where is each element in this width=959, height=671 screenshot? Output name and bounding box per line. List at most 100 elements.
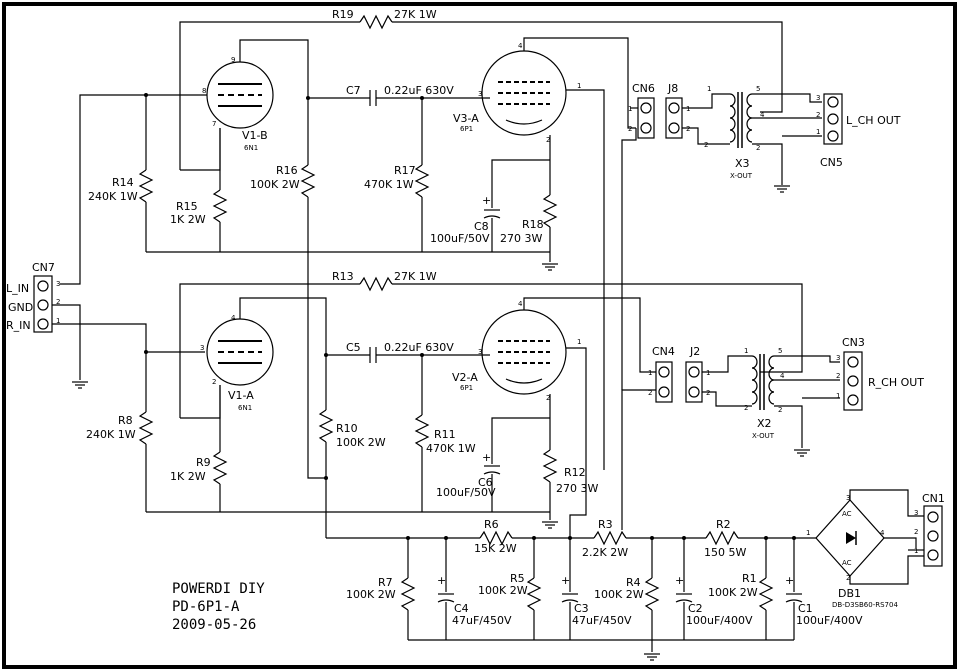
svg-text:R10: R10 — [336, 422, 358, 435]
title-line2: PD-6P1-A — [172, 599, 240, 615]
svg-text:R11: R11 — [434, 428, 456, 441]
j8: J8 1 2 — [665, 82, 690, 139]
svg-text:2: 2 — [56, 298, 60, 306]
l-ch-out: L_CH OUT — [846, 114, 901, 127]
svg-text:3: 3 — [200, 344, 204, 352]
svg-text:15K 2W: 15K 2W — [474, 542, 517, 555]
v1b-label: V1-B — [242, 129, 268, 142]
svg-text:5: 5 — [756, 85, 760, 93]
v1a-type: 6N1 — [238, 404, 252, 412]
svg-text:270 3W: 270 3W — [500, 232, 542, 245]
svg-text:150 5W: 150 5W — [704, 546, 746, 559]
svg-text:1: 1 — [707, 85, 711, 93]
transformer-x2: 1 2 5 4 2 X2 X-OUT — [702, 347, 840, 448]
svg-text:100K 2W: 100K 2W — [478, 584, 528, 597]
svg-text:1: 1 — [706, 369, 710, 377]
svg-text:J2: J2 — [689, 345, 700, 358]
svg-text:1: 1 — [577, 82, 581, 90]
svg-text:C3: C3 — [574, 602, 589, 615]
svg-text:X2: X2 — [757, 417, 772, 430]
svg-text:100K 2W: 100K 2W — [336, 436, 386, 449]
svg-text:1: 1 — [686, 105, 690, 113]
svg-text:R2: R2 — [716, 518, 731, 531]
transformer-x3: 1 2 5 4 2 X3 X-OUT — [682, 85, 822, 185]
svg-text:C4: C4 — [454, 602, 469, 615]
svg-text:R1: R1 — [742, 572, 757, 585]
svg-text:R12: R12 — [564, 466, 586, 479]
svg-text:R15: R15 — [176, 200, 198, 213]
svg-text:1: 1 — [806, 529, 810, 537]
svg-text:100uF/50V: 100uF/50V — [436, 486, 496, 499]
svg-text:R6: R6 — [484, 518, 499, 531]
svg-text:1: 1 — [816, 128, 820, 136]
svg-text:2: 2 — [706, 389, 710, 397]
svg-text:100K 2W: 100K 2W — [346, 588, 396, 601]
r19-feedback: R19 27K 1W — [179, 8, 783, 170]
svg-text:2: 2 — [816, 111, 820, 119]
svg-text:3: 3 — [478, 348, 482, 356]
svg-text:2: 2 — [648, 389, 652, 397]
svg-text:100K 2W: 100K 2W — [708, 586, 758, 599]
svg-text:4: 4 — [518, 42, 523, 50]
svg-text:1: 1 — [577, 338, 581, 346]
svg-text:2: 2 — [546, 136, 550, 144]
svg-text:CN3: CN3 — [842, 336, 865, 349]
svg-text:C2: C2 — [688, 602, 703, 615]
tube-v1b: 9 8 7 V1-B 6N1 — [202, 56, 274, 152]
svg-text:R4: R4 — [626, 576, 641, 589]
svg-text:470K 1W: 470K 1W — [426, 442, 476, 455]
svg-text:2: 2 — [836, 372, 840, 380]
svg-text:CN6: CN6 — [632, 82, 655, 95]
v2a-type: 6P1 — [460, 384, 473, 392]
svg-text:R9: R9 — [196, 456, 211, 469]
svg-text:C6: C6 — [478, 476, 493, 489]
svg-text:2: 2 — [744, 404, 748, 412]
svg-text:C7: C7 — [346, 84, 361, 97]
svg-text:1: 1 — [744, 347, 748, 355]
svg-text:C5: C5 — [346, 341, 361, 354]
svg-text:3: 3 — [836, 354, 840, 362]
title-line3: 2009-05-26 — [172, 617, 256, 633]
svg-text:DB1: DB1 — [838, 587, 861, 600]
svg-text:4: 4 — [231, 314, 236, 322]
svg-text:27K 1W: 27K 1W — [394, 270, 437, 283]
v3a-label: V3-A — [453, 112, 479, 125]
r-ch-out: R_CH OUT — [868, 376, 924, 389]
svg-text:CN7: CN7 — [32, 261, 55, 274]
svg-text:2: 2 — [704, 141, 708, 149]
svg-text:8: 8 — [202, 87, 206, 95]
svg-text:X3: X3 — [735, 157, 750, 170]
svg-text:9: 9 — [231, 56, 235, 64]
svg-text:L_IN: L_IN — [6, 282, 29, 295]
svg-text:+: + — [482, 194, 491, 207]
tube-v3a: 4 3 1 2 V3-A 6P1 — [453, 42, 581, 144]
svg-text:DB-D3SB60-RS704: DB-D3SB60-RS704 — [832, 601, 898, 609]
svg-text:C8: C8 — [474, 220, 489, 233]
title-line1: POWERDI DIY — [172, 581, 265, 597]
svg-text:R18: R18 — [522, 218, 544, 231]
svg-text:R_IN: R_IN — [6, 319, 31, 332]
cn5: 3 2 1 L_CH OUT CN5 — [816, 93, 901, 169]
svg-text:R8: R8 — [118, 414, 133, 427]
bridge-rectifier-db1: AC AC 3 2 4 DB1 DB-D3SB60-RS704 — [815, 494, 898, 609]
svg-text:3: 3 — [478, 90, 482, 98]
svg-text:240K 1W: 240K 1W — [88, 190, 138, 203]
tube-v2a: 4 3 1 2 V2-A 6P1 — [452, 300, 581, 402]
svg-text:270 3W: 270 3W — [556, 482, 598, 495]
svg-text:2: 2 — [546, 394, 550, 402]
svg-text:100uF/400V: 100uF/400V — [686, 614, 753, 627]
cn1: CN1 3 2 1 — [914, 492, 945, 567]
svg-text:2: 2 — [756, 144, 760, 152]
cn3: CN3 3 2 1 R_CH OUT — [836, 336, 924, 411]
j2: J2 1 2 — [685, 345, 710, 403]
svg-text:X-OUT: X-OUT — [752, 432, 775, 440]
svg-text:7: 7 — [212, 120, 216, 128]
svg-text:4: 4 — [518, 300, 523, 308]
v3a-type: 6P1 — [460, 125, 473, 133]
svg-text:1: 1 — [914, 547, 918, 555]
cn4: CN4 1 2 — [648, 345, 675, 403]
svg-text:2: 2 — [628, 125, 632, 133]
svg-text:100K 2W: 100K 2W — [250, 178, 300, 191]
